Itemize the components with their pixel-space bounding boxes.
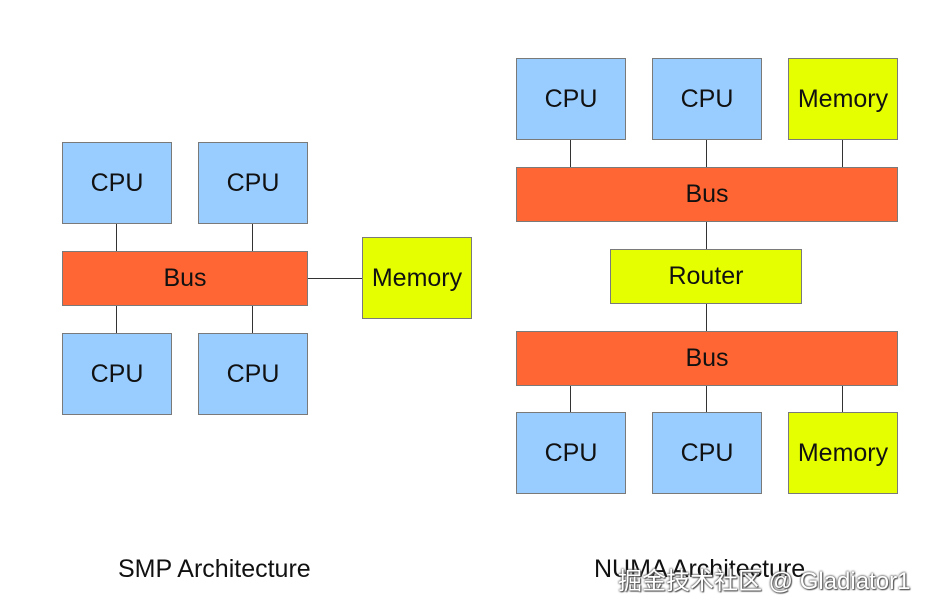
numa-router: Router <box>610 249 802 304</box>
smp-connector <box>116 306 117 334</box>
numa-connector <box>706 139 707 167</box>
numa-cpu-top-1: CPU <box>516 58 626 140</box>
numa-cpu-bottom-2: CPU <box>652 412 762 494</box>
numa-bus-top: Bus <box>516 167 898 222</box>
numa-cpu-top-2: CPU <box>652 58 762 140</box>
numa-connector <box>842 139 843 167</box>
smp-cpu-top-left: CPU <box>62 142 172 224</box>
numa-connector <box>706 303 707 331</box>
numa-memory-bottom: Memory <box>788 412 898 494</box>
smp-connector <box>116 223 117 251</box>
watermark: 掘金技术社区 @ Gladiator1 <box>618 568 911 595</box>
numa-connector <box>842 385 843 413</box>
smp-bus: Bus <box>62 251 308 306</box>
numa-cpu-bottom-1: CPU <box>516 412 626 494</box>
numa-memory-top: Memory <box>788 58 898 140</box>
numa-bus-bottom: Bus <box>516 331 898 386</box>
smp-connector <box>252 223 253 251</box>
numa-connector <box>570 139 571 167</box>
smp-cpu-bottom-right: CPU <box>198 333 308 415</box>
numa-connector <box>570 385 571 413</box>
smp-connector <box>307 278 362 279</box>
smp-memory: Memory <box>362 237 472 319</box>
numa-connector <box>706 385 707 413</box>
numa-caption: NUMA Architecture <box>594 555 806 583</box>
smp-cpu-top-right: CPU <box>198 142 308 224</box>
smp-cpu-bottom-left: CPU <box>62 333 172 415</box>
numa-connector <box>706 221 707 249</box>
smp-caption: SMP Architecture <box>118 555 311 583</box>
smp-connector <box>252 306 253 334</box>
